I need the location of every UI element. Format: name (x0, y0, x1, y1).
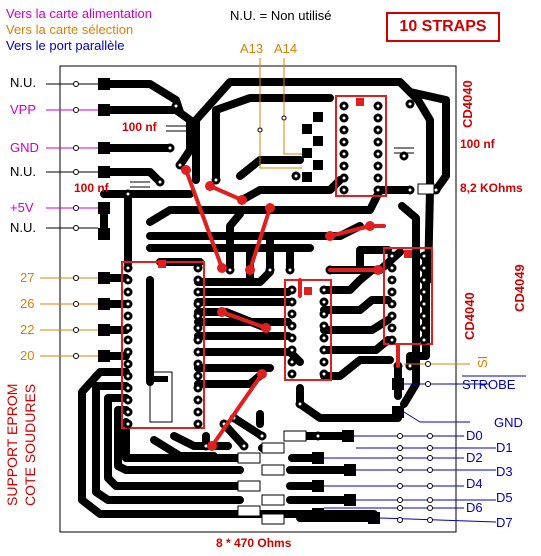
data-line-d1: D1 (496, 440, 513, 455)
capacitor-label-1: 100 nf (122, 120, 157, 134)
straps-count-box: 10 STRAPS (386, 12, 500, 42)
address-pin-22: 22 (20, 322, 35, 337)
legend-alimentation: Vers la carte alimentation (6, 6, 152, 21)
legend-nu-note: N.U. = Non utilisé (230, 8, 332, 23)
address-pin-26: 26 (20, 296, 35, 311)
resistor-bank-label: 8 * 470 Ohms (216, 536, 292, 550)
data-line-d2: D2 (466, 450, 483, 465)
left-leaders (40, 83, 98, 357)
connector-label-5v: +5V (10, 200, 34, 215)
address-pin-20: 20 (20, 348, 35, 363)
right-leaders (324, 363, 497, 523)
capacitor-label-2: 100 nf (74, 181, 109, 195)
address-label-a14: A14 (274, 41, 298, 56)
signal-si: SI (475, 355, 490, 368)
capacitors (130, 125, 414, 188)
connector-label-nu3: N.U. (10, 220, 36, 235)
data-line-d6: D6 (466, 500, 483, 515)
data-line-d7: D7 (496, 515, 513, 530)
eprom-support-line2: COTE SOUDURES (22, 383, 38, 506)
legend-selection: Vers la carte sélection (6, 22, 134, 37)
resistor-label-8k2: 8,2 KOhms (460, 181, 523, 195)
signal-gnd: GND (494, 415, 523, 430)
board-outline (59, 65, 457, 533)
ic-frames (121, 95, 433, 429)
chip-label-cd4049: CD4049 (512, 264, 527, 312)
chip-label-cd4040-top: CD4040 (460, 80, 475, 128)
connector-label-gnd: GND (10, 140, 39, 155)
connector-label-vpp: VPP (10, 102, 37, 117)
left-leader-dots (73, 81, 79, 359)
chip-label-cd4040-mid: CD4040 (462, 292, 477, 340)
data-line-d0: D0 (466, 428, 483, 443)
data-line-d3: D3 (496, 464, 513, 479)
address-pin-27: 27 (20, 270, 35, 285)
square-pads (98, 78, 404, 524)
connector-label-nu2: N.U. (10, 164, 36, 179)
address-wires (259, 58, 302, 169)
capacitor-label-3: 100 nf (460, 137, 495, 151)
eprom-lever (149, 371, 173, 423)
address-label-a13: A13 (240, 41, 264, 56)
signal-strobe: STROBE (462, 377, 516, 392)
legend-parallel: Vers le port parallèle (6, 38, 125, 53)
right-leader-dots (397, 361, 433, 523)
straps (181, 165, 400, 451)
resistor-bank (237, 430, 307, 525)
ic-pins (123, 101, 429, 429)
ic-index-marks (158, 98, 412, 295)
resistor-8k2 (417, 183, 435, 195)
eprom-support-line1: SUPPORT EPROM (4, 383, 20, 506)
connector-label-nu1: N.U. (10, 75, 36, 90)
data-line-d4: D4 (466, 476, 483, 491)
data-line-d5: D5 (496, 490, 513, 505)
